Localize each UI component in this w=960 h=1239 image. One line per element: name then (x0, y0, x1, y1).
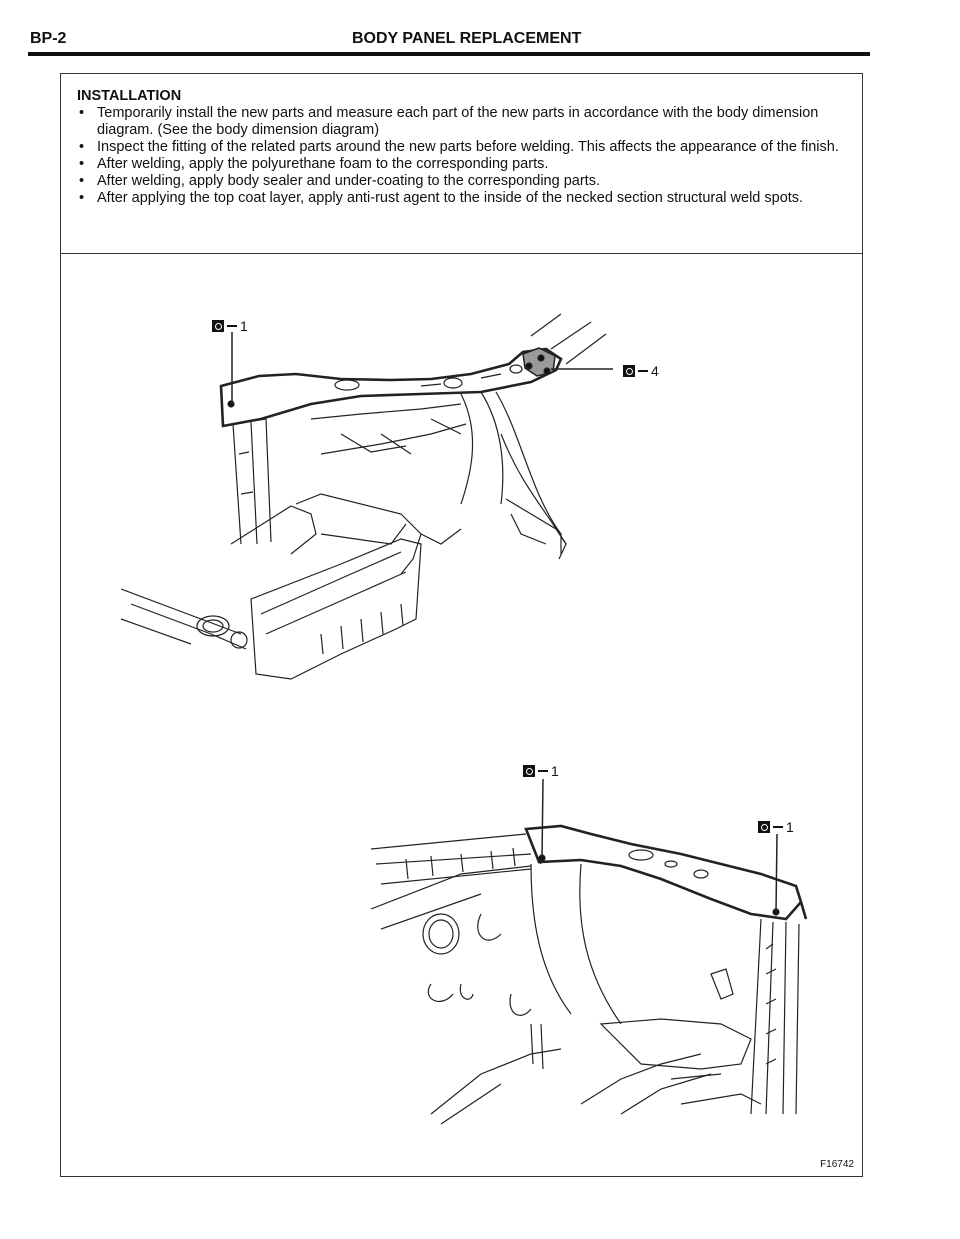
callout-4: 4 (623, 363, 659, 379)
callout-number: 4 (651, 363, 659, 379)
spot-weld-symbol-icon (758, 821, 770, 833)
callout-dash (773, 826, 783, 828)
callout-dash (638, 370, 648, 372)
spot-weld-symbol-icon (623, 365, 635, 377)
step-text: After welding, apply the polyurethane fo… (97, 156, 549, 172)
page-header: BP-2 BODY PANEL REPLACEMENT (30, 24, 870, 54)
header-rule (28, 52, 870, 56)
callout-1-lower-right: 1 (758, 819, 794, 835)
bullet-icon: • (79, 139, 85, 155)
step-item: • Inspect the fitting of the related part… (77, 139, 852, 156)
step-item: • After applying the top coat layer, appl… (77, 190, 852, 207)
installation-box: INSTALLATION • Temporarily install the ne… (61, 74, 862, 254)
callout-leader (775, 833, 778, 913)
page-title: BODY PANEL REPLACEMENT (352, 30, 582, 47)
step-text: After applying the top coat layer, apply… (97, 190, 804, 206)
step-item: • Temporarily install the new parts and m… (77, 105, 852, 139)
bullet-icon: • (79, 173, 85, 189)
callout-dash (227, 325, 237, 327)
page-number: BP-2 (30, 30, 67, 47)
installation-steps: • Temporarily install the new parts and m… (77, 105, 852, 207)
bullet-icon: • (79, 190, 85, 206)
callout-leader (541, 778, 544, 859)
callout-1-lower-left: 1 (523, 763, 559, 779)
step-text: Temporarily install the new parts and me… (97, 105, 819, 138)
bullet-icon: • (79, 105, 85, 121)
section-heading: INSTALLATION (77, 88, 182, 104)
callout-number: 1 (551, 763, 559, 779)
lower-assembly-illustration (370, 824, 808, 1125)
spot-weld-symbol-icon (212, 320, 224, 332)
step-item: • After welding, apply body sealer and un… (77, 173, 852, 190)
callout-number: 1 (240, 318, 248, 334)
spot-weld-symbol-icon (523, 765, 535, 777)
bullet-icon: • (79, 156, 85, 172)
step-item: • After welding, apply the polyurethane f… (77, 156, 852, 173)
figure-id: F16742 (820, 1159, 854, 1170)
callout-number: 1 (786, 819, 794, 835)
content-frame: INSTALLATION • Temporarily install the ne… (60, 73, 863, 1177)
callout-dash (538, 770, 548, 772)
body-panel-diagram (120, 313, 808, 1125)
step-text: Inspect the fitting of the related parts… (97, 139, 839, 155)
step-text: After welding, apply body sealer and und… (97, 173, 600, 189)
callout-1-upper: 1 (212, 318, 248, 334)
upper-assembly-illustration (120, 313, 607, 680)
